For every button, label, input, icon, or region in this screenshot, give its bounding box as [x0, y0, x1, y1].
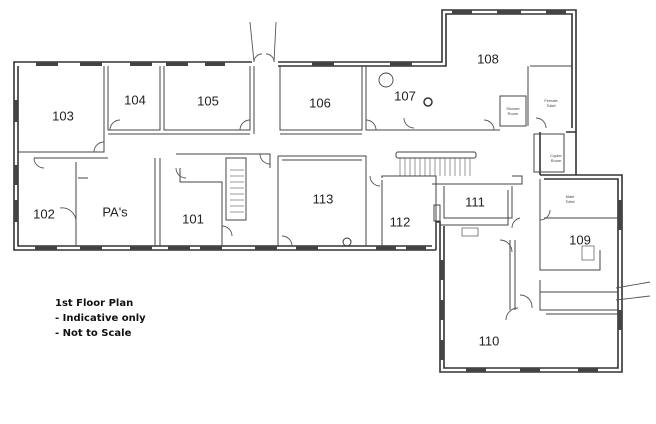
room-111-label: 111	[465, 194, 485, 210]
room-112-label: 112	[389, 214, 411, 230]
room-109-label: 109	[569, 232, 591, 248]
note-indicative: - Indicative only	[55, 313, 146, 324]
room-pas-label: PA's	[102, 204, 128, 220]
room-110-label: 110	[478, 333, 500, 349]
entrance-doors	[249, 21, 277, 63]
copier-room-label: Copier Room	[550, 153, 562, 163]
room-104-label: 104	[124, 92, 146, 108]
room-108-label: 108	[477, 51, 499, 67]
room-106-label: 106	[309, 95, 331, 111]
windows	[14, 10, 622, 372]
male-toilet-label: Male Toilet	[565, 194, 575, 204]
plan-title: 1st Floor Plan	[55, 298, 134, 309]
shower-room-label: Shower Room	[506, 106, 520, 116]
fixtures	[342, 72, 595, 261]
plan-notes: 1st Floor Plan - Indicative only - Not t…	[55, 296, 146, 341]
room-102-label: 102	[33, 206, 55, 222]
room-103-label: 103	[52, 108, 74, 124]
note-scale: - Not to Scale	[55, 328, 132, 339]
door-swings	[33, 117, 651, 321]
room-113-label: 113	[312, 191, 334, 207]
female-toilet-label: Female Toilet	[544, 98, 558, 108]
interior-walls	[18, 65, 618, 315]
room-105-label: 105	[197, 93, 219, 109]
room-107-label: 107	[394, 88, 416, 104]
room-101-label: 101	[182, 211, 204, 227]
